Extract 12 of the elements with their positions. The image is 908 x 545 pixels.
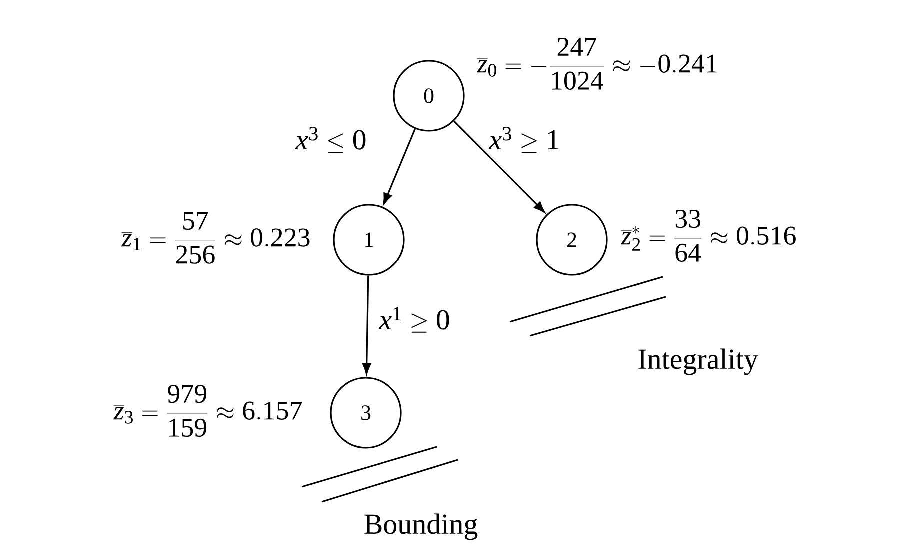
edge-label: $x^3 \geq 1$ [488, 126, 562, 154]
arrow [383, 128, 416, 205]
bound-formula: $\overline{z}_2^{*} = \frac{33}{64} \approx 0.516$ [620, 210, 796, 262]
annotation-label: Bounding [364, 514, 478, 540]
bound-formula: $\overline{z}_3 = \frac{979}{159} \approx 6.157$ [113, 384, 302, 438]
arrow [362, 276, 372, 375]
edge-label: $x^1 \geq 0$ [378, 306, 452, 334]
bound-formula: $\overline{z}_1 = \frac{57}{256} \approx 0.223$ [121, 212, 310, 264]
annotation-label: Integrality [638, 348, 758, 376]
arrow [454, 120, 546, 213]
bound-formula: $\overline{z}_0 = -\frac{247}{1024} \approx -0.241$ [476, 38, 717, 90]
edge-label: $x^3 \leq 0$ [294, 126, 368, 154]
